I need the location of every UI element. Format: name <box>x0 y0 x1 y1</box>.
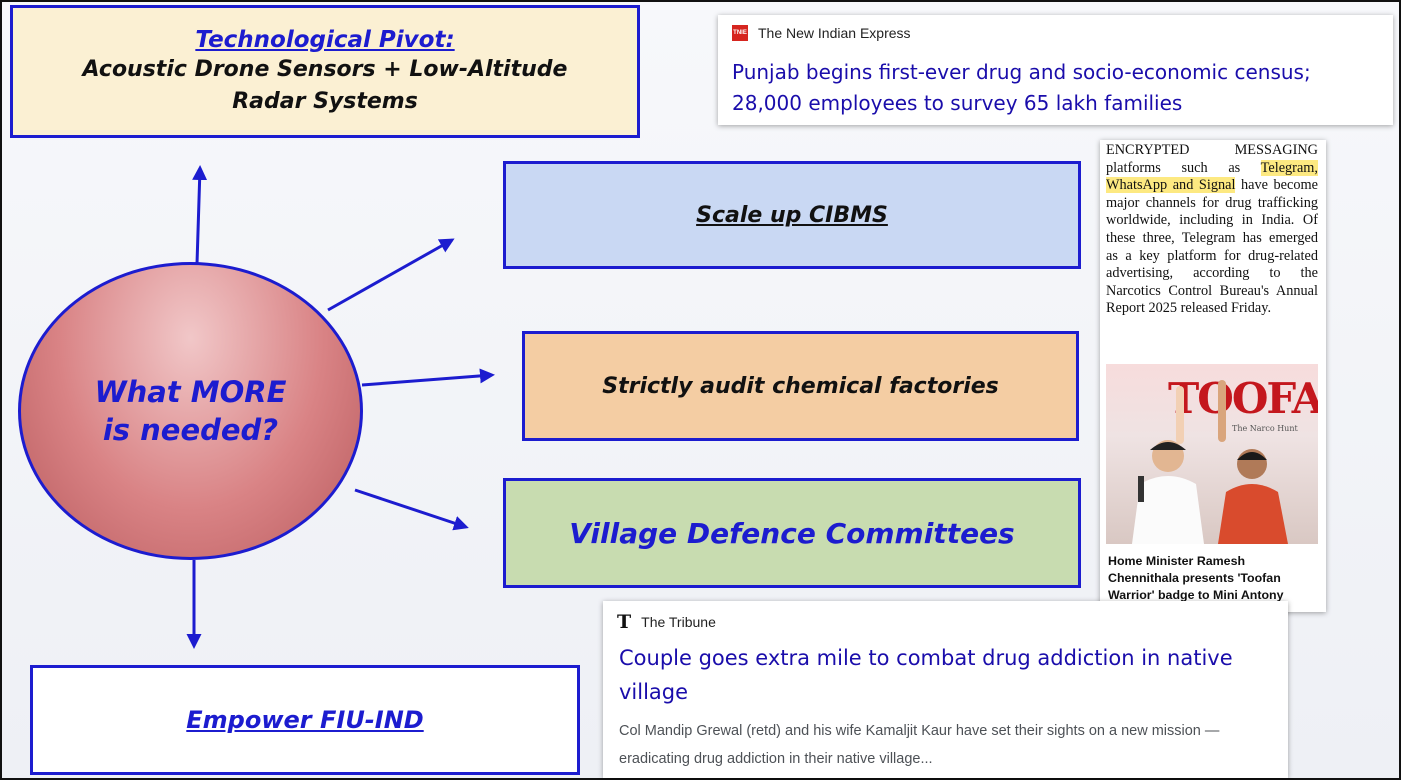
news-source-name: The Tribune <box>641 614 716 630</box>
tribune-logo-icon: T <box>617 611 632 633</box>
central-question-line2: is needed? <box>102 413 279 447</box>
clipping-article-text: ENCRYPTED MESSAGING platforms such as Te… <box>1106 142 1318 318</box>
clipping-photo-caption: Home Minister Ramesh Chennithala present… <box>1108 554 1284 602</box>
scale-up-cibms-box: Scale up CIBMS <box>503 161 1081 269</box>
tnie-logo-icon: TNIE <box>732 25 748 41</box>
technological-pivot-box: Technological Pivot: Acoustic Drone Sens… <box>10 5 640 138</box>
clipping-photo-subtitle: The Narco Hunt <box>1232 424 1298 433</box>
village-defence-committees-label: Village Defence Committees <box>569 516 1015 550</box>
scale-up-cibms-label: Scale up CIBMS <box>696 202 888 228</box>
clipping-text-after: have become major channels for drug traf… <box>1106 177 1318 317</box>
clipping-text-before: ENCRYPTED MESSAGING platforms such as <box>1106 142 1318 176</box>
audit-chemical-factories-label: Strictly audit chemical factories <box>602 373 999 399</box>
news-headline-line2: 28,000 employees to survey 65 lakh famil… <box>732 91 1183 115</box>
central-question-line1: What MORE <box>94 375 287 409</box>
news-headline-link[interactable]: Couple goes extra mile to combat drug ad… <box>619 646 1233 704</box>
clipping-photo: TOOFAN The Narco Hunt <box>1106 364 1318 544</box>
audit-chemical-factories-box: Strictly audit chemical factories <box>522 331 1079 441</box>
village-defence-committees-box: Village Defence Committees <box>503 478 1081 588</box>
clipping-photo-title: TOOFAN <box>1168 374 1318 423</box>
clipping-people-illustration-icon <box>1132 380 1288 544</box>
news-headline-line1: Punjab begins first-ever drug and socio-… <box>732 60 1311 84</box>
central-question-ellipse: What MORE is needed? <box>18 262 363 560</box>
news-source-row: TNIE The New Indian Express <box>732 25 911 41</box>
empower-fiu-ind-label: Empower FIU-IND <box>186 706 424 734</box>
newspaper-clipping: ENCRYPTED MESSAGING platforms such as Te… <box>1100 140 1326 612</box>
technological-pivot-line2: Radar Systems <box>232 88 418 114</box>
news-card-tribune[interactable]: T The Tribune Couple goes extra mile to … <box>603 601 1288 778</box>
empower-fiu-ind-box: Empower FIU-IND <box>30 665 580 775</box>
technological-pivot-title: Technological Pivot: <box>195 26 455 53</box>
news-card-new-indian-express[interactable]: TNIE The New Indian Express Punjab begin… <box>718 15 1393 125</box>
news-headline-link[interactable]: Punjab begins first-ever drug and socio-… <box>732 57 1387 119</box>
news-source-name: The New Indian Express <box>758 25 911 41</box>
news-snippet: Col Mandip Grewal (retd) and his wife Ka… <box>619 723 1220 767</box>
news-source-row: T The Tribune <box>617 611 716 633</box>
technological-pivot-line1: Acoustic Drone Sensors + Low-Altitude <box>82 56 568 82</box>
